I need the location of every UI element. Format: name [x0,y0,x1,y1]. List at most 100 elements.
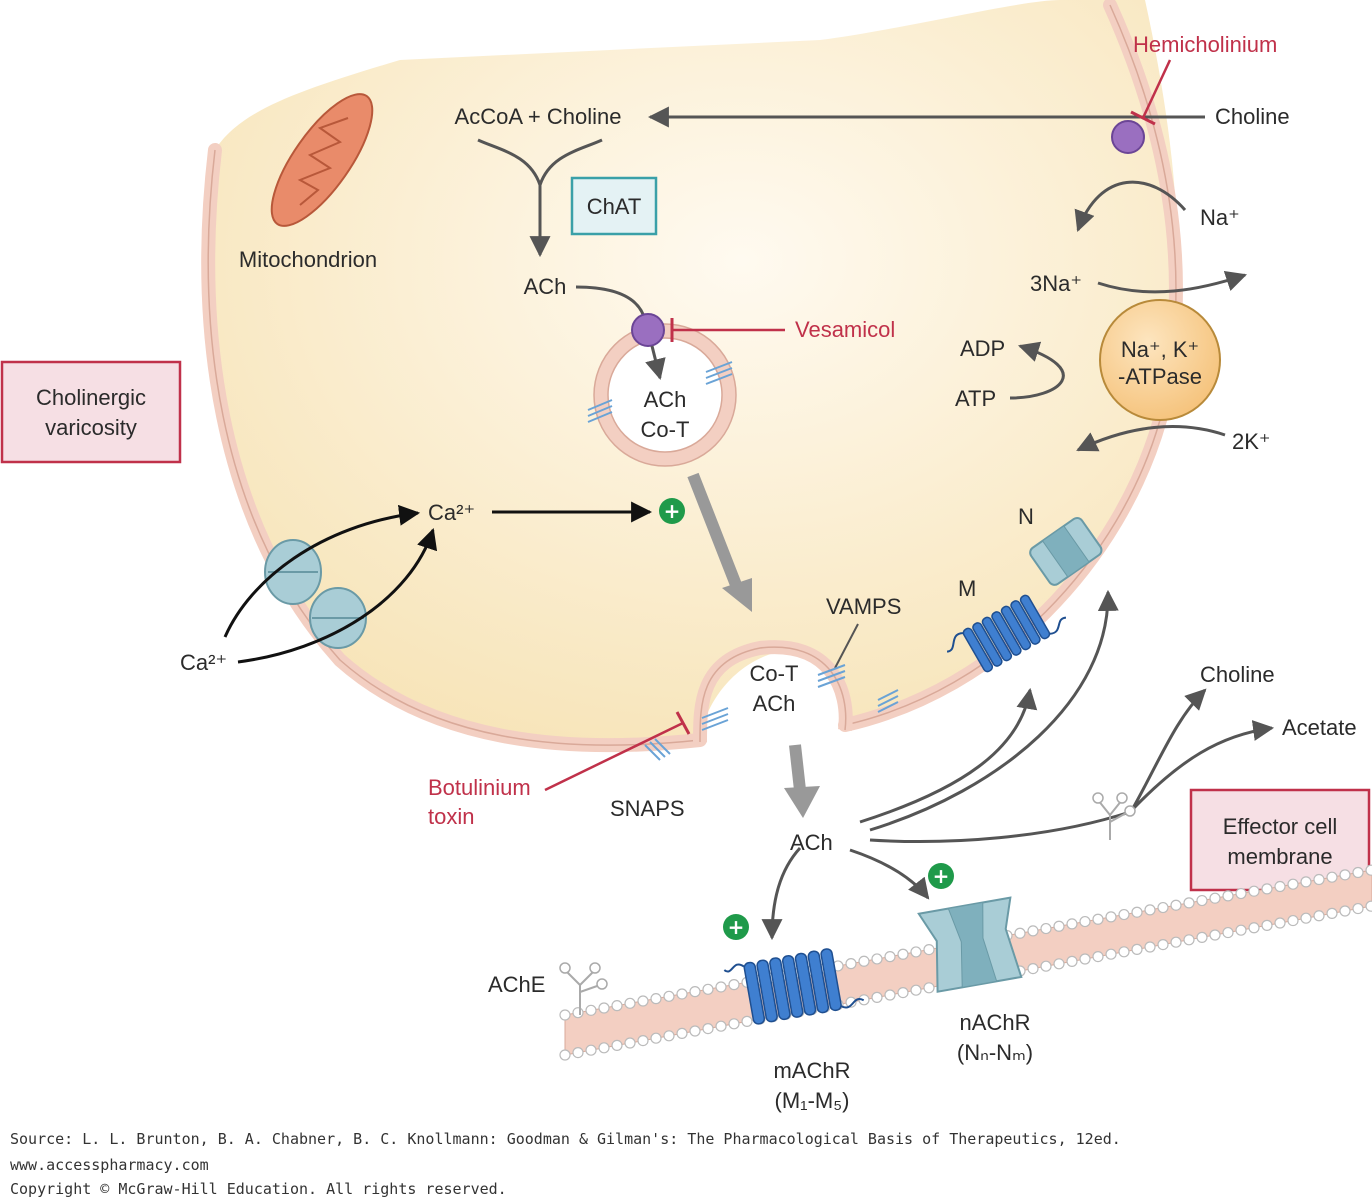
machr-label-2: (M₁-M₅) [775,1088,850,1113]
effector-label-2: membrane [1227,844,1332,869]
lipid-head [715,1020,727,1032]
machr-receptor: + mAChR (M₁-M₅) [723,914,865,1113]
lipid-head [689,1025,701,1037]
lipid-head [1287,914,1299,927]
lipid-head [1248,922,1260,934]
lipid-head [715,981,727,993]
lipid-head [1326,871,1338,883]
lipid-head [1092,913,1104,925]
calcium-entry: Ca²⁺ Ca²⁺ + [180,498,685,675]
lipid-head [1131,906,1143,918]
lipid-head [1053,920,1065,932]
lipid-head [1183,934,1195,946]
lipid-head [923,982,935,994]
svg-text:+: + [933,864,950,888]
lipid-head [572,1007,584,1019]
lipid-head [611,1039,623,1051]
atpase-label-1: Na⁺, K⁺ [1121,337,1199,362]
choline-transporter [1111,120,1145,154]
footer-website: www.accesspharmacy.com [10,1156,209,1174]
lipid-head [1079,915,1091,928]
lipid-head [1144,904,1156,916]
lipid-head [1235,887,1247,900]
hemicholinium-label: Hemicholinium [1133,32,1277,57]
lipid-head [1352,902,1364,915]
lipid-head [1040,960,1052,972]
calcium-channel [264,539,367,649]
presynaptic-nicotinic-receptor [1029,516,1103,586]
ache-label: AChE [488,972,545,997]
nachr-label-2: (Nₙ-Nₘ) [957,1040,1033,1065]
lipid-head [637,1034,649,1047]
cholinergic-label-2: varicosity [45,415,137,440]
cholinergic-varicosity-box: Cholinergic varicosity [0,360,182,464]
exocytosis-arrows [687,472,820,818]
lipid-head [728,979,740,991]
ach-cytoplasm-label: ACh [524,274,567,299]
vesicular-transporter [631,313,665,347]
lipid-head [728,1018,740,1030]
two-k-label: 2K⁺ [1232,429,1271,454]
lipid-head [845,958,857,970]
lipid-head [923,943,935,956]
lipid-head [1183,897,1195,909]
lipid-head [1014,927,1026,939]
lipid-head [897,948,909,960]
presynaptic-receptors: N M [946,504,1103,673]
lipid-head [1118,908,1130,921]
lipid-head [1209,929,1221,941]
nachr-label-1: nAChR [960,1010,1031,1035]
n-receptor-label: N [1018,504,1034,529]
lipid-head [611,1000,623,1012]
lipid-head [897,986,909,999]
lipid-head [1313,873,1325,886]
adp-label: ADP [960,336,1005,361]
lipid-head [663,990,675,1002]
lipid-head [845,996,857,1008]
lipid-head [871,991,883,1003]
lipid-head [1209,892,1221,904]
lipid-head [598,1042,610,1054]
lipid-head [1235,924,1247,936]
lipid-head [1131,943,1143,955]
machr-stimulation-icon [723,914,749,940]
lipid-head [559,1049,571,1061]
lipid-head [1274,917,1286,929]
lipid-head [1352,866,1364,879]
chat-enzyme-box [570,176,658,236]
choline-product-label: Choline [1200,662,1275,687]
lipid-head [1365,864,1372,876]
lipid-head [1300,912,1312,924]
acCoA-choline-label: AcCoA + Choline [455,104,622,129]
lipid-head [1339,905,1351,917]
lipid-head [650,993,662,1005]
lipid-head [637,995,649,1007]
ach-synthesis: AcCoA + Choline ChAT ACh [455,104,658,321]
lipid-head [1053,958,1065,970]
fused-vesicle-ach: ACh [753,691,796,716]
botulinium-label-2: toxin [428,804,474,829]
lipid-head [1170,936,1182,948]
lipid-head [871,953,883,965]
lipid-head [689,986,701,998]
snaps-label: SNAPS [610,796,685,821]
nachr-receptor: + nAChR (Nₙ-Nₘ) [917,863,1033,1065]
lipid-head [1313,910,1325,922]
m-receptor-label: M [958,576,976,601]
mitochondrion: Mitochondrion [239,93,377,272]
acetylcholinesterase: AChE [488,792,1136,1015]
svg-text:+: + [664,499,681,523]
choline-uptake: Choline Hemicholinium Na⁺ [647,32,1290,232]
lipid-head [598,1002,610,1014]
lipid-head [1365,900,1372,912]
ca-intracellular-label: Ca²⁺ [428,500,475,525]
lipid-head [676,988,688,1000]
lipid-head [702,1022,714,1035]
lipid-head [1027,925,1039,937]
lipid-head [572,1046,584,1059]
cholinergic-label-1: Cholinergic [36,385,146,410]
chat-label: ChAT [587,194,642,219]
botulinium-label-1: Botulinium [428,775,531,800]
lipid-head [1092,950,1104,963]
